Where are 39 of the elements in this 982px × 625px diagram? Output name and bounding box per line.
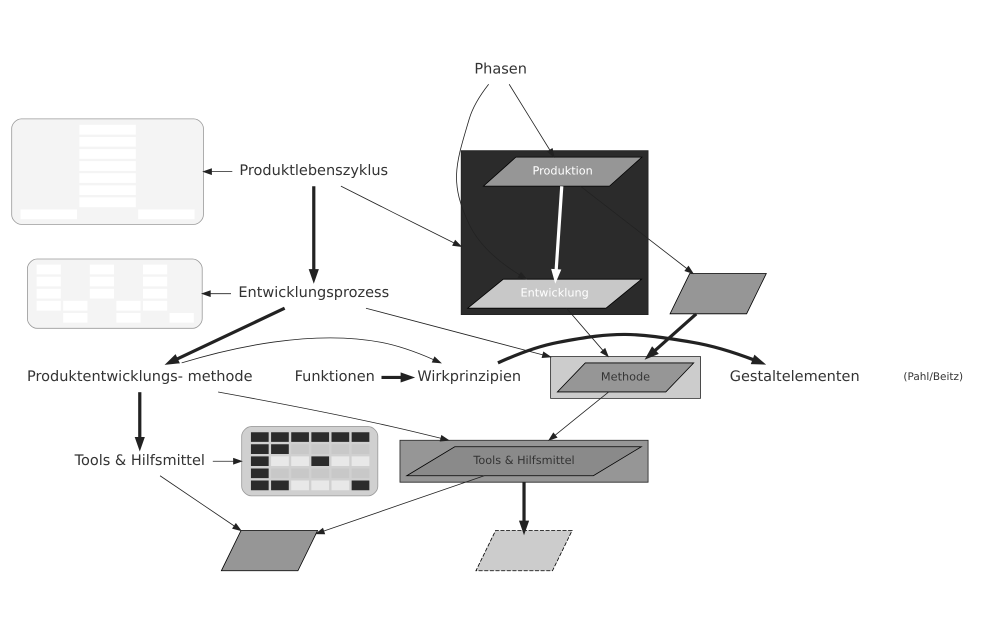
cluster	[550, 356, 701, 398]
arrow	[382, 372, 416, 382]
arrow	[164, 306, 286, 364]
node-text: Produktlebenszyklus	[239, 162, 388, 179]
node-parallelogram	[475, 530, 573, 571]
arrow	[134, 392, 145, 452]
node-picture	[27, 258, 203, 328]
label: (Pahl/Beitz)	[903, 370, 964, 383]
arrow	[644, 312, 698, 360]
arrow	[566, 308, 609, 357]
node-text: Tools & Hilfsmittel	[74, 452, 205, 468]
node-text: Gestaltelementen	[730, 368, 860, 384]
cluster	[460, 150, 648, 315]
arrow	[218, 391, 450, 441]
arrow	[548, 391, 609, 441]
arrow	[497, 332, 766, 364]
node-text: Wirkprinzipien	[417, 368, 522, 384]
node-parallelogram	[669, 272, 767, 314]
arrow	[308, 186, 319, 284]
arrow	[518, 482, 530, 535]
node-text: Produktentwicklungs- methode	[27, 368, 253, 384]
node-picture	[11, 118, 204, 224]
node-text: Phasen	[474, 60, 527, 77]
arrow	[181, 336, 442, 363]
arrow	[456, 83, 528, 280]
arrow	[340, 185, 462, 247]
node-text: Entwicklungsprozess	[238, 284, 390, 301]
arrow	[508, 83, 555, 158]
node-text: Funktionen	[294, 368, 375, 384]
arrow	[366, 307, 552, 358]
arrow	[160, 474, 242, 531]
arrow	[580, 185, 694, 274]
node-parallelogram	[220, 530, 318, 571]
arrow	[201, 290, 232, 297]
arrow	[212, 457, 243, 464]
node-picture	[241, 426, 378, 496]
arrow	[551, 186, 564, 284]
cluster	[400, 439, 648, 482]
arrow	[202, 168, 233, 175]
